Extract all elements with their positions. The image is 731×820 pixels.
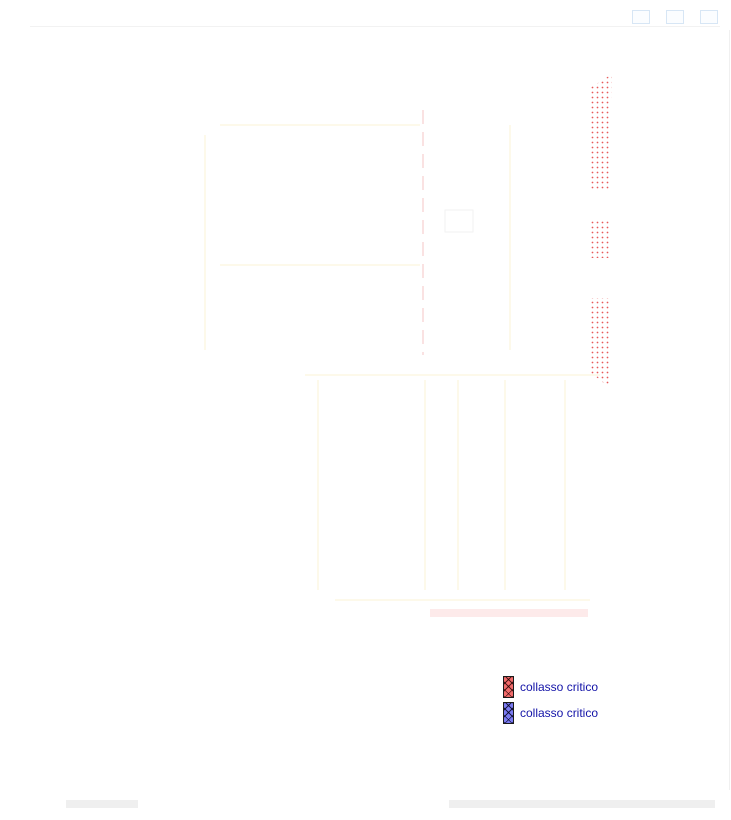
- critical-zone-bottom: [590, 298, 610, 388]
- floor-plan-drawing: [204, 74, 612, 617]
- close-icon[interactable]: [700, 10, 718, 24]
- legend-label: collasso critico: [520, 706, 599, 720]
- title-bar-rule: [30, 26, 720, 27]
- maximize-icon[interactable]: [666, 10, 684, 24]
- critical-zone-top: [590, 74, 612, 190]
- plan-walls: [204, 124, 600, 601]
- minimize-icon[interactable]: [632, 10, 650, 24]
- status-segment: [449, 800, 715, 808]
- legend-label: collasso critico: [520, 680, 599, 694]
- status-segment: [66, 800, 138, 808]
- red-hatch-swatch-icon: [503, 676, 514, 698]
- blue-hatch-swatch-icon: [503, 702, 514, 724]
- status-bar: [0, 795, 731, 811]
- critical-zones: [590, 74, 612, 388]
- small-element: [444, 209, 474, 233]
- critical-zone-middle: [590, 220, 610, 258]
- window-frame-edge: [729, 30, 730, 790]
- pink-band: [430, 609, 588, 617]
